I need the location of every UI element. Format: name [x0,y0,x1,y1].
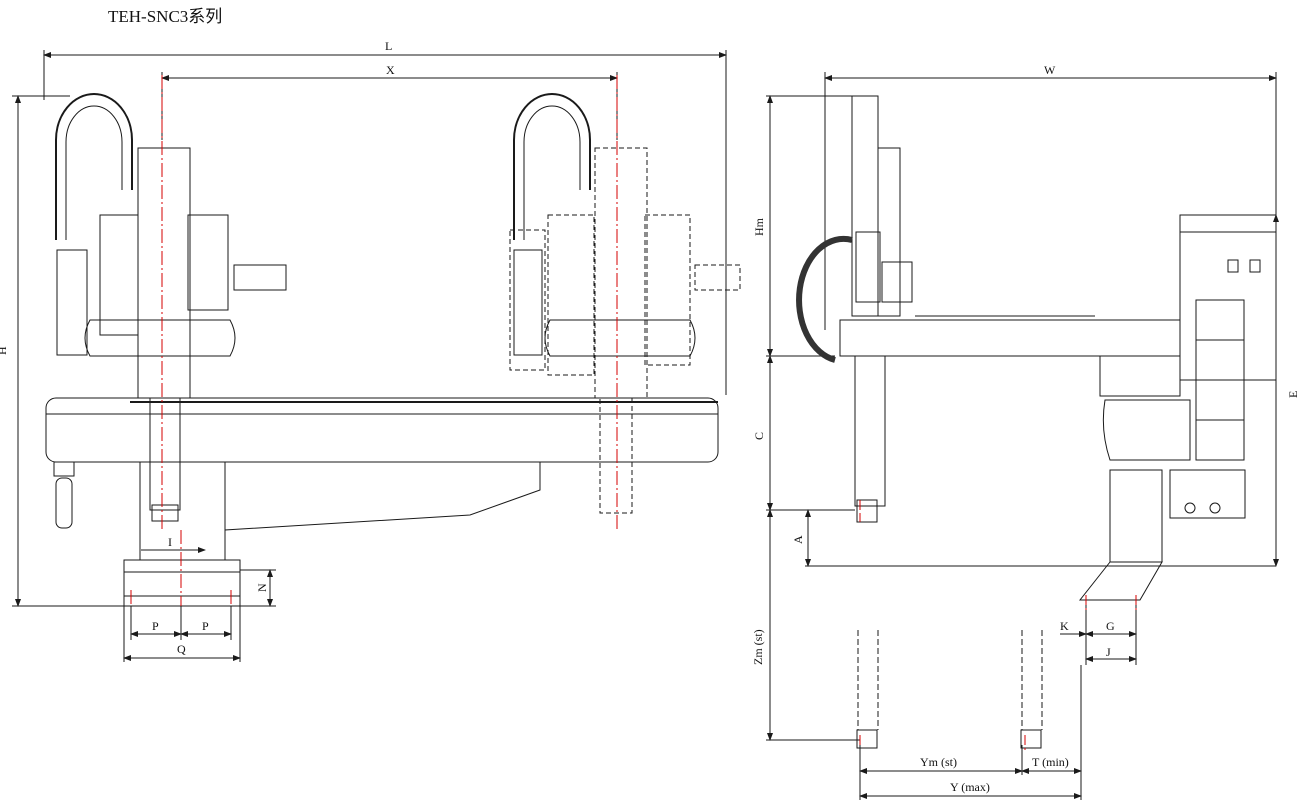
right-column-dashed [509,147,741,514]
air-filter [55,477,73,529]
label-Ym: Ym (st) [920,755,957,769]
side-cable-chain [796,235,853,363]
dim-L: L [43,39,727,395]
dim-E: E [1273,214,1300,567]
label-X: X [386,63,395,77]
control-cabinet [1179,214,1277,381]
label-H: H [0,346,9,355]
label-Hm: Hm [752,217,766,236]
label-I: I [168,535,172,549]
front-view: L X H [0,39,741,662]
dim-P: P P [130,606,232,640]
label-P-right: P [202,619,209,633]
dim-H: H [0,95,130,607]
label-E: E [1286,391,1300,398]
dim-K-G-J: K G J [1060,600,1137,665]
gripper-left [856,729,878,749]
side-centerlines [859,500,1137,750]
right-cable-chain [513,93,591,240]
left-vertical-column [137,147,191,399]
right-carriage [544,319,696,357]
side-drum [1102,399,1191,461]
left-cable-chain [55,93,133,240]
main-beam [45,397,719,463]
side-base [1078,561,1163,601]
drawing-title: TEH-SNC3系列 [108,7,223,26]
label-P-left: P [152,619,159,633]
side-view: W Hm C A E [751,63,1300,800]
label-G: G [1106,619,1115,633]
support-frame [139,462,541,561]
label-W: W [1044,63,1056,77]
dim-Ym-T-Y: Ym (st) T (min) Y (max) [859,665,1082,800]
label-K: K [1060,619,1069,633]
left-arm [149,397,181,511]
left-carriage [84,319,236,357]
dim-I: I [141,535,206,553]
base-plate [123,559,241,607]
label-Y: Y (max) [950,780,990,794]
dim-Q: Q [123,606,241,662]
dim-X: X [161,63,618,140]
dim-Zm: Zm (st) [751,509,860,741]
right-chain-block [513,249,543,356]
dim-N: N [240,569,276,607]
label-C: C [752,432,766,440]
label-L: L [385,39,392,53]
label-A: A [791,535,805,544]
centerlines [130,75,618,615]
dim-W: W [824,63,1277,330]
indicator-1 [1227,259,1239,273]
lower-arm-positions [857,630,1043,730]
side-pillar [1109,469,1163,563]
label-J: J [1106,645,1111,659]
valve-block [1169,469,1246,519]
side-horizontal-arm [839,319,1181,357]
gripper-right [1020,729,1042,749]
left-chain-block [56,249,88,356]
label-N: N [255,583,269,592]
label-Q: Q [177,642,186,656]
indicator-2 [1249,259,1261,273]
label-T: T (min) [1032,755,1069,769]
dim-A: A [791,509,1276,567]
dim-Hm-C: Hm C [752,95,855,511]
label-Zm: Zm (st) [751,629,765,665]
